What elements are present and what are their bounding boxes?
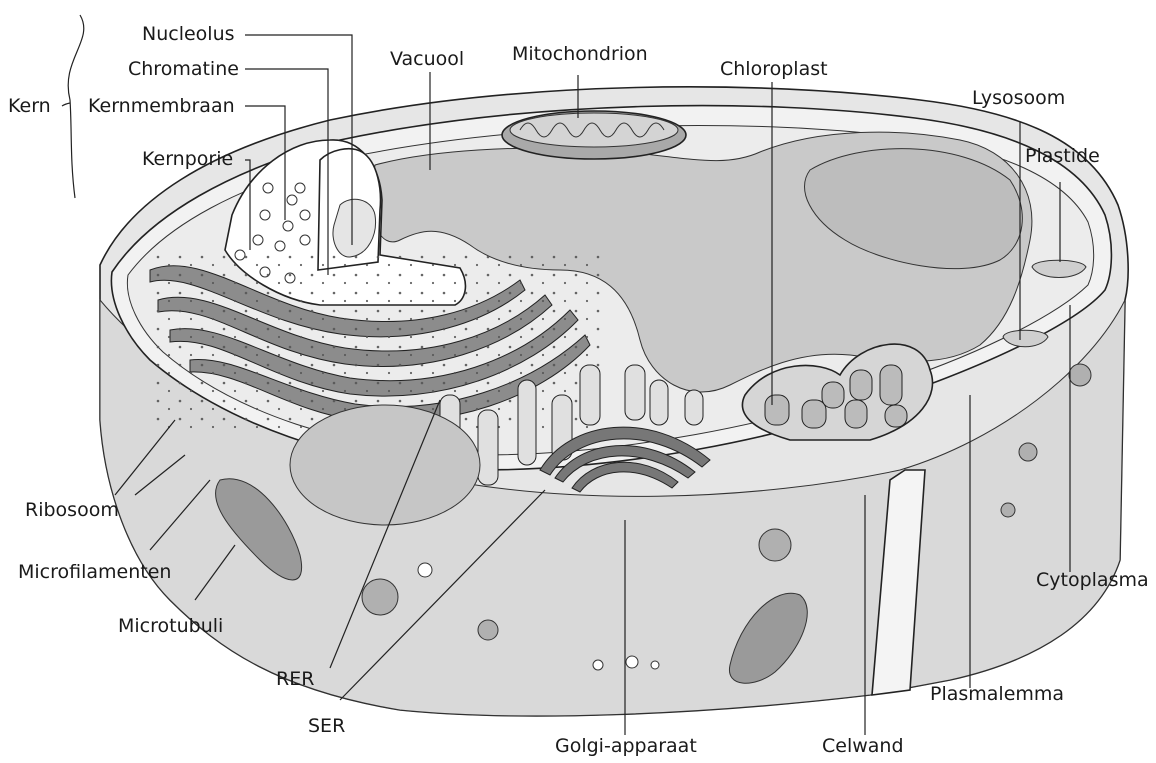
label-cytoplasma: Cytoplasma <box>1036 569 1149 591</box>
label-vacuool: Vacuool <box>390 48 464 70</box>
label-celwand: Celwand <box>822 735 904 757</box>
label-kern: Kern <box>8 95 51 117</box>
label-kernmembraan: Kernmembraan <box>88 95 235 117</box>
label-plasmalemma: Plasmalemma <box>930 683 1064 705</box>
label-chloroplast: Chloroplast <box>720 58 828 80</box>
label-lysosoom: Lysosoom <box>972 87 1065 109</box>
label-microfilamenten: Microfilamenten <box>18 561 171 583</box>
label-golgi: Golgi-apparaat <box>555 735 697 757</box>
label-ser: SER <box>308 715 345 737</box>
plastid-body <box>290 405 480 525</box>
label-mitochondrion: Mitochondrion <box>512 43 648 65</box>
label-rer: RER <box>276 668 314 690</box>
label-microtubuli: Microtubuli <box>118 615 223 637</box>
label-kernporie: Kernporie <box>142 148 233 170</box>
label-ribosoom: Ribosoom <box>25 499 119 521</box>
label-chromatine: Chromatine <box>128 58 239 80</box>
label-nucleolus: Nucleolus <box>142 23 235 45</box>
mitochondrion <box>502 111 686 159</box>
label-plastide: Plastide <box>1025 145 1100 167</box>
